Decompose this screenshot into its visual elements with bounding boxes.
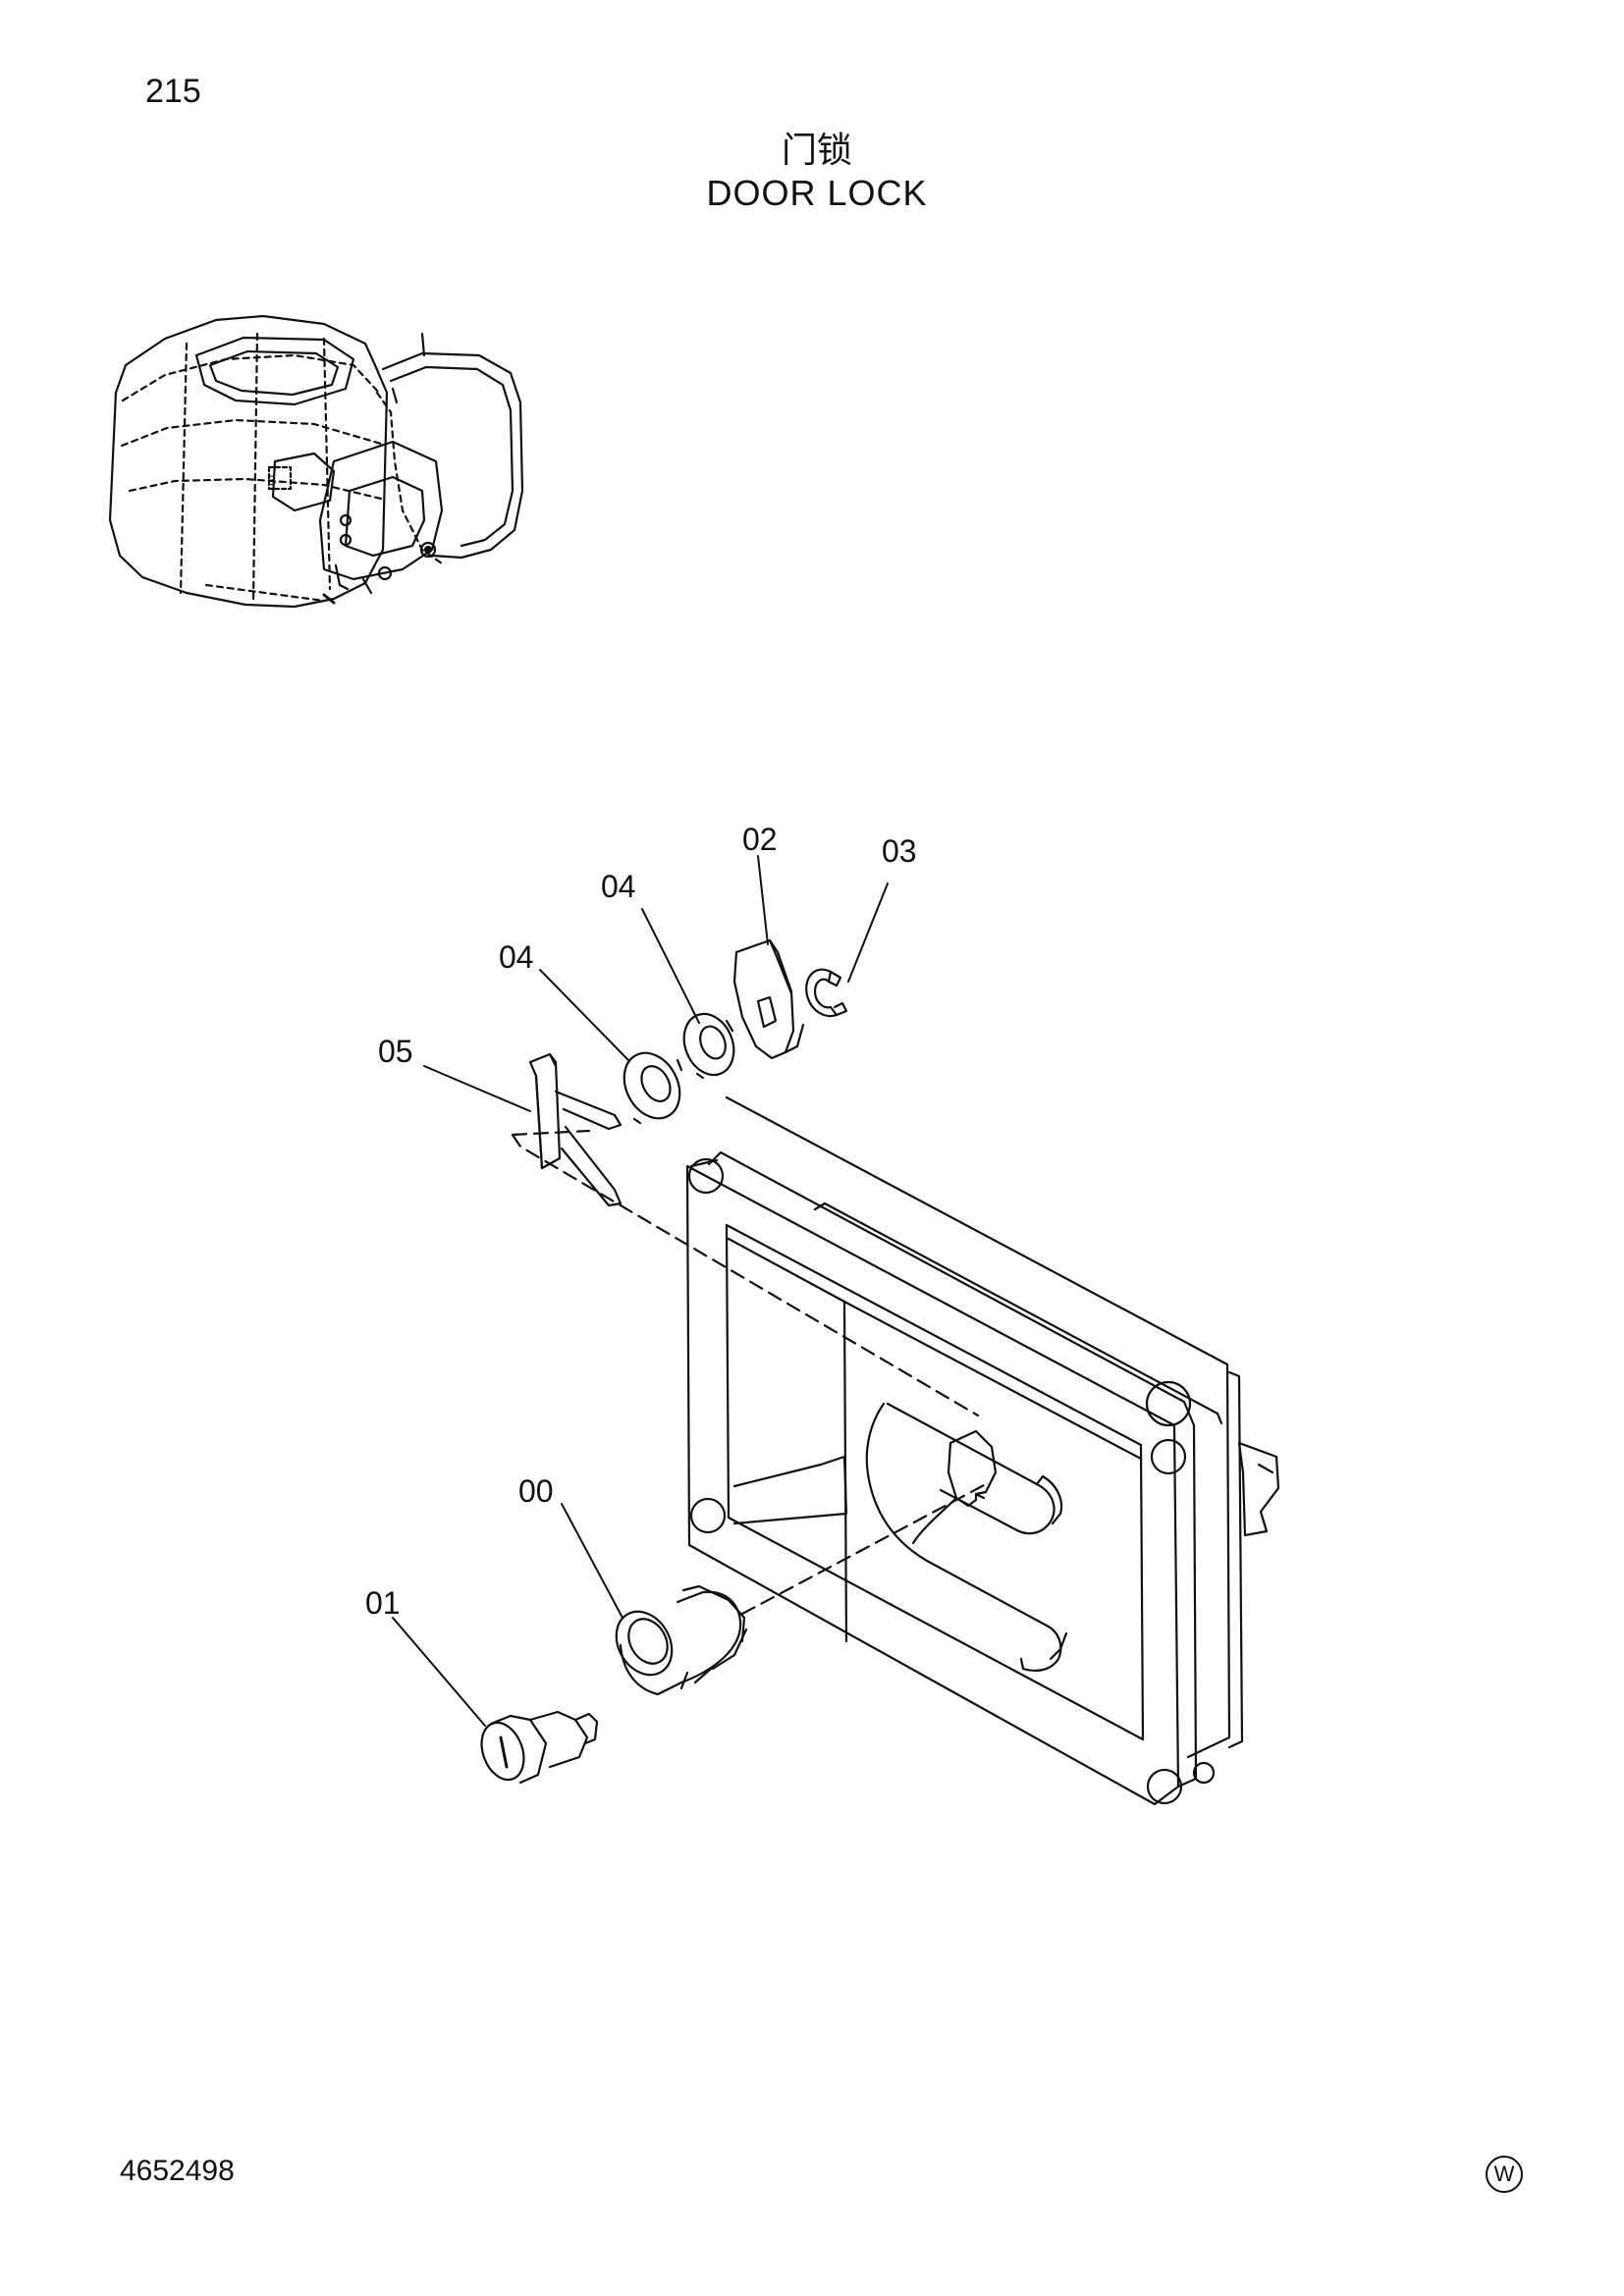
part-00-lock-body bbox=[615, 1584, 748, 1696]
callout-labels: 05 04 04 02 03 00 01 bbox=[365, 822, 917, 1621]
leader-00 bbox=[561, 1503, 623, 1619]
inset-label-b: B bbox=[267, 472, 276, 488]
leader-05 bbox=[423, 1065, 531, 1112]
part-02-cam bbox=[732, 938, 805, 1060]
corner-mark: W bbox=[1486, 2156, 1523, 2193]
callout-04b: 04 bbox=[601, 869, 636, 904]
part-03-retaining-ring bbox=[805, 968, 848, 1018]
page-number: 215 bbox=[145, 73, 201, 110]
part-04-washers bbox=[623, 1012, 735, 1125]
door-lock-housing bbox=[685, 1095, 1280, 1806]
title-english: DOOR LOCK bbox=[706, 173, 928, 213]
assembly-leader-lines bbox=[511, 1129, 988, 1616]
leader-04b bbox=[641, 908, 700, 1024]
callout-04a: 04 bbox=[499, 939, 534, 975]
leader-03 bbox=[847, 882, 889, 983]
callout-leaders bbox=[392, 855, 889, 1727]
callout-02: 02 bbox=[742, 822, 778, 857]
callout-00: 00 bbox=[518, 1473, 554, 1509]
part-05-clip bbox=[528, 1052, 623, 1207]
cab-overview-inset: B bbox=[108, 314, 524, 609]
mounting-bosses bbox=[687, 1157, 1216, 1805]
leader-04a bbox=[539, 969, 629, 1061]
leader-01 bbox=[392, 1617, 486, 1727]
callout-01: 01 bbox=[365, 1585, 401, 1621]
part-01-key-cylinder bbox=[480, 1710, 599, 1785]
callout-03: 03 bbox=[882, 833, 917, 869]
callout-05: 05 bbox=[378, 1034, 413, 1069]
title-chinese: 门锁 bbox=[781, 131, 852, 171]
leader-02 bbox=[757, 855, 769, 945]
document-number: 4652498 bbox=[120, 2155, 235, 2187]
